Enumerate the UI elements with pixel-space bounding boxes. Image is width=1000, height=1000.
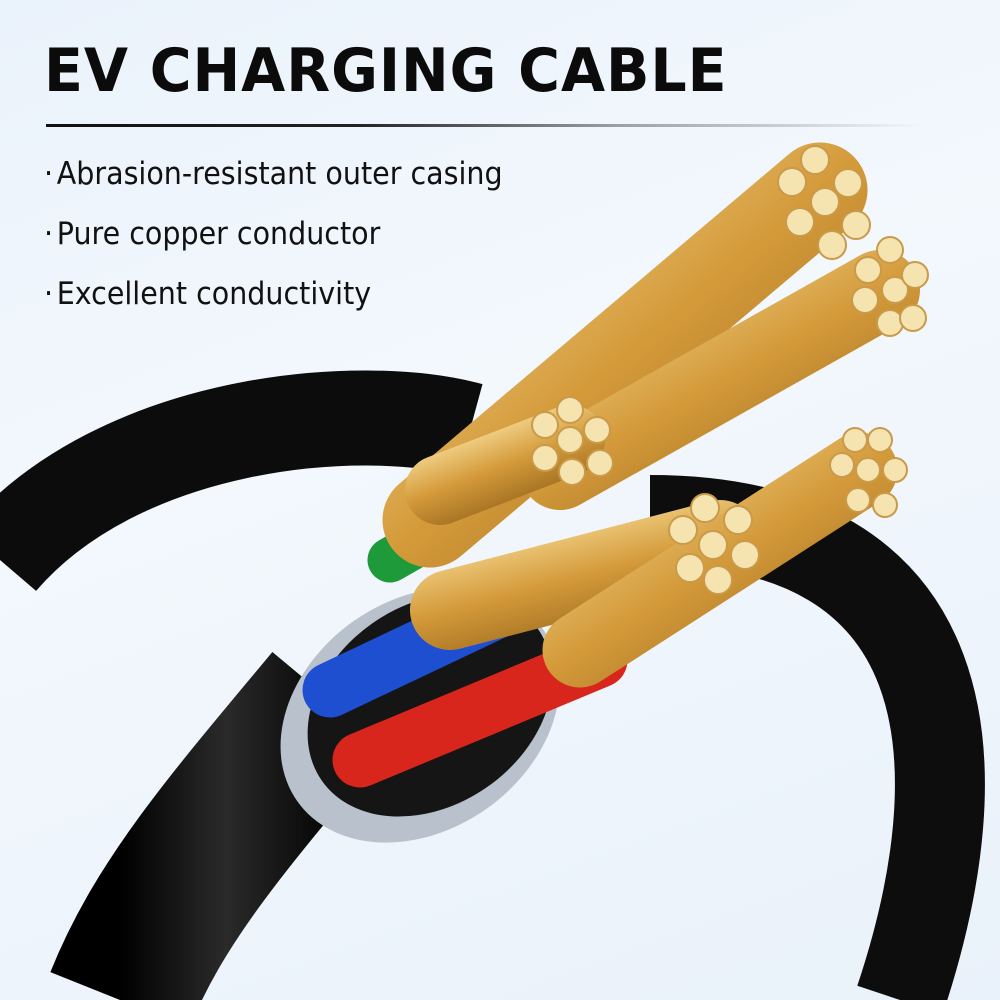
page-title: EV CHARGING CABLE [44,36,728,106]
title-divider [46,124,926,127]
feature-item: ·Abrasion-resistant outer casing [44,156,503,192]
feature-item: ·Excellent conductivity [44,276,372,312]
feature-list: ·Abrasion-resistant outer casing ·Pure c… [44,152,542,332]
feature-item: ·Pure copper conductor [44,216,381,252]
